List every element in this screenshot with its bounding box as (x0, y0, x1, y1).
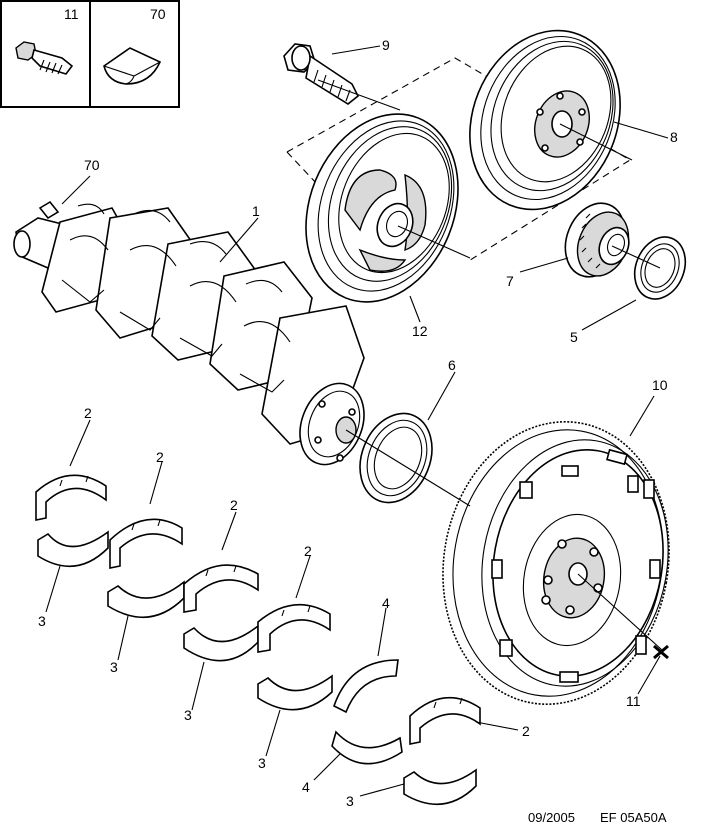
callout-10: 10 (652, 377, 668, 393)
callout-3-set1: 3 (38, 613, 46, 629)
upper-shell-3 (183, 564, 259, 613)
assembly-axis-lines (317, 79, 663, 651)
upper-shell-5 (409, 696, 481, 745)
callout-4-lower: 4 (302, 779, 310, 795)
flywheel-bolt-marker (653, 644, 669, 660)
callout-3-set3: 3 (184, 707, 192, 723)
callout-labels: 9 8 70 1 7 12 5 6 10 2 2 2 2 2 3 3 3 3 3… (38, 37, 678, 809)
inset-ref-11: 11 (64, 6, 79, 22)
callout-2-set1: 2 (84, 405, 92, 421)
upper-shell-4 (257, 603, 331, 653)
callout-3-set4: 3 (258, 755, 266, 771)
callout-11: 11 (626, 693, 641, 709)
damper-pulley (469, 29, 621, 211)
upper-shell-1 (35, 474, 107, 521)
callout-8: 8 (670, 129, 678, 145)
lower-shell-1 (37, 530, 109, 568)
lower-shell-5 (403, 768, 477, 806)
callout-3-set2: 3 (110, 659, 118, 675)
woodruff-key-icon (103, 47, 162, 85)
callout-4-upper: 4 (382, 595, 390, 611)
key-location-marker (38, 200, 60, 220)
callout-1: 1 (252, 203, 260, 219)
callout-2-set3: 2 (230, 497, 238, 513)
thrust-washer-lower (331, 730, 403, 765)
small-bolt-icon (15, 41, 74, 75)
inset-ref-70: 70 (150, 6, 166, 22)
callout-2-set2: 2 (156, 449, 164, 465)
flywheel (442, 421, 670, 705)
bearing-shells (35, 474, 481, 806)
footer: 09/2005 EF 05A50A (528, 810, 667, 825)
callout-9: 9 (382, 37, 390, 53)
leader-lines (45, 45, 669, 797)
upper-shell-2 (109, 518, 183, 569)
callout-3-set5: 3 (346, 793, 354, 809)
callout-6: 6 (448, 357, 456, 373)
timing-sprocket (564, 202, 630, 278)
inset-box: 11 70 (0, 0, 180, 108)
callout-12: 12 (412, 323, 428, 339)
callout-2-set4: 2 (304, 543, 312, 559)
rear-oil-seal (359, 412, 433, 504)
footer-date: 09/2005 (528, 810, 575, 825)
callout-70: 70 (84, 157, 100, 173)
pulley-bolt (283, 43, 360, 105)
lower-shell-4 (257, 674, 333, 711)
crankshaft (13, 203, 365, 466)
accessory-pulley (305, 113, 459, 303)
lower-shell-3 (183, 624, 259, 662)
callout-2-set5: 2 (522, 723, 530, 739)
thrust-washer-upper (333, 659, 399, 714)
callout-5: 5 (570, 329, 578, 345)
thrust-washers (331, 659, 403, 765)
callout-7: 7 (506, 273, 514, 289)
lower-shell-2 (107, 580, 185, 618)
footer-code: EF 05A50A (600, 810, 667, 825)
